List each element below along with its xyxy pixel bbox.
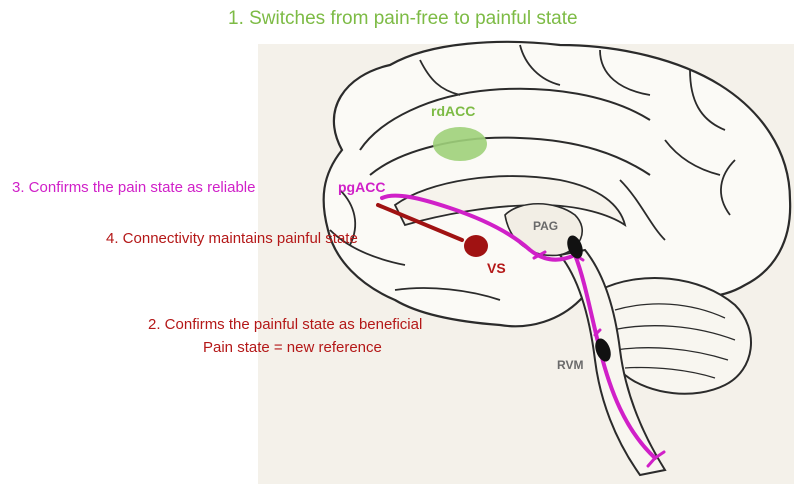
diagram-title: 1. Switches from pain-free to painful st… (228, 9, 578, 28)
pag-label: PAG (533, 220, 558, 232)
step3-statement: 3. Confirms the pain state as reliable (12, 180, 255, 195)
pgacc-label: pgACC (338, 180, 385, 194)
vs-label: VS (487, 261, 506, 275)
rvm-label: RVM (557, 359, 583, 371)
step4-statement: 4. Connectivity maintains painful state (106, 231, 358, 246)
vs-node (464, 235, 488, 257)
step2-subtext: Pain state = new reference (203, 340, 382, 355)
rdacc-region (433, 127, 487, 161)
rdacc-label: rdACC (431, 104, 475, 118)
step2-statement: 2. Confirms the painful state as benefic… (148, 317, 422, 332)
